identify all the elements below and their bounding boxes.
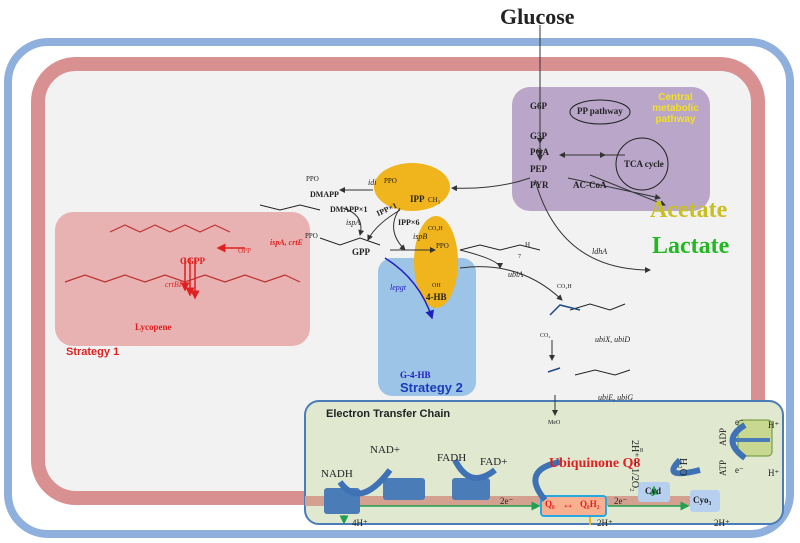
hb-label: 4-HB — [426, 292, 447, 302]
crtBI-label: crtBI — [165, 280, 182, 289]
ispA-label: ispA — [346, 218, 361, 227]
pyr: PYR — [530, 180, 549, 190]
central-pathway-box — [512, 87, 710, 211]
h4-label: 4H⁺ — [352, 518, 368, 528]
ipp-x6: IPP×6 — [398, 218, 420, 227]
tca-cycle-circle — [615, 137, 669, 191]
ubi-n8: 8 — [640, 448, 643, 454]
e-bot-label: e⁻ — [735, 465, 744, 475]
e2b-label: 2e⁻ — [614, 496, 628, 506]
strategy1-label: Strategy 1 — [66, 346, 120, 358]
etc-label: Electron Transfer Chain — [326, 408, 451, 420]
dmapp-label: DMAPP — [310, 190, 339, 199]
meo-label: MeO — [548, 420, 561, 426]
e2a-label: 2e⁻ — [500, 496, 514, 506]
lepgt-arrow — [384, 257, 435, 320]
q8-label: Q₈ — [545, 499, 555, 509]
lactate-label: Lactate — [652, 233, 730, 259]
cyo-label: Cyo₃ — [693, 495, 712, 505]
q8-pool-box — [540, 495, 607, 517]
glucose-label: Glucose — [500, 4, 575, 29]
ubiA-label: ubiA — [508, 270, 524, 279]
ubiXD-label: ubiX, ubiD — [595, 335, 631, 344]
gpp-label: GPP — [352, 247, 370, 257]
fadh-label: FADH — [437, 452, 467, 464]
e-top-label: e⁻ — [735, 417, 744, 427]
pep: PEP — [530, 164, 547, 174]
acetate-label: Acetate — [650, 197, 728, 223]
hp-bot-label: H⁺ — [768, 468, 780, 478]
hb-oh: OH — [432, 283, 441, 289]
ggpp-label: GGPP — [180, 256, 205, 266]
hb-co2h: CO₂H — [428, 226, 443, 232]
ubi-co2h: CO₂H — [557, 284, 572, 290]
ipp-label: IPP — [410, 194, 425, 204]
pp-pathway-circle — [569, 99, 631, 125]
atp-label: ATP — [718, 459, 728, 476]
hp-top-label: H⁺ — [768, 420, 780, 430]
idi-label: idi — [368, 178, 377, 187]
strategy1-box — [55, 212, 310, 346]
ghb-label: G-4-HB — [400, 370, 431, 380]
ggpp-opp: OPP — [238, 247, 251, 255]
cyo-box — [690, 490, 720, 512]
cyd-label: Cyd — [645, 486, 662, 496]
o2-label: 2H⁺ + 1/2O₂ — [629, 440, 640, 492]
ipp-highlight — [374, 163, 450, 211]
h2o-label: H₂O — [677, 458, 688, 476]
ubiEG-label: ubiE, ubiG — [598, 393, 634, 402]
etc-complexes — [324, 478, 490, 514]
ipp-ch3: CH₃ — [428, 196, 441, 204]
h2b-label: 2H⁺ — [714, 518, 730, 528]
pp-pathway: PP pathway — [577, 106, 623, 116]
hb-highlight — [414, 216, 458, 308]
g3p: G3P — [530, 131, 547, 141]
nad-label: NAD+ — [370, 444, 401, 456]
ac-coa: AC-CoA — [573, 180, 607, 190]
g6p: G6P — [530, 101, 547, 111]
nadh-label: NADH — [321, 468, 353, 480]
h2a-label: 2H⁺ — [597, 518, 613, 528]
ipp-ppo: PPO — [384, 177, 397, 185]
pga: PGA — [530, 147, 549, 157]
q8-arrow: ↔ — [562, 497, 574, 511]
gpp-ppo: PPO — [305, 232, 318, 240]
dmapp-x1: DMAPP×1 — [330, 205, 368, 214]
central-pathway-label: Central metabolic pathway — [652, 92, 699, 125]
lycopene-label: Lycopene — [135, 322, 172, 332]
dmapp-ppo: PPO — [306, 175, 319, 183]
pp-chain-n: 7 — [518, 254, 521, 260]
tca-cycle: TCA cycle — [624, 159, 664, 169]
fad-label: FAD+ — [480, 456, 508, 468]
adp-label: ADP — [718, 427, 728, 446]
lepgt-label: lepgt — [390, 283, 406, 292]
ispA-crtE-label: ispA, crtE — [270, 238, 303, 247]
ubiquinone-label: Ubiquinone Q8 — [549, 456, 641, 471]
ldhA-label: ldhA — [592, 247, 608, 256]
q8h2-label: Q₈H₂ — [580, 499, 600, 509]
pp-chain-ppo: PPO — [436, 242, 449, 250]
ispB-label: ispB — [413, 232, 428, 241]
pp-chain-h: H — [525, 241, 531, 249]
co2-label: CO₂ — [540, 333, 551, 339]
strategy2-label: Strategy 2 — [400, 380, 463, 395]
membrane-band — [305, 496, 705, 506]
